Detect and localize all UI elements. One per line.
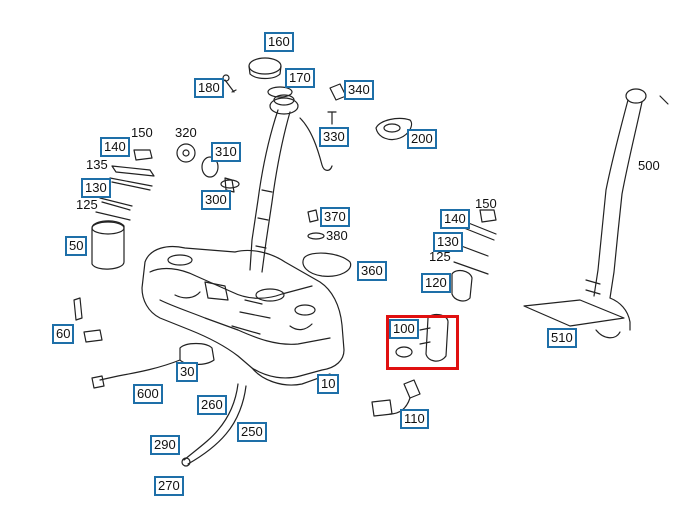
part-label-140-left[interactable]: 140 [100, 137, 130, 157]
strap-drawing [181, 383, 247, 467]
filler-neck-drawing [249, 94, 333, 273]
part-label-320: 320 [175, 125, 197, 140]
part-label-130-right[interactable]: 130 [433, 232, 463, 252]
part-label-30[interactable]: 30 [176, 362, 199, 382]
part-label-510[interactable]: 510 [547, 328, 577, 348]
part-label-330[interactable]: 330 [319, 127, 349, 147]
left-parts-stack-drawing [91, 149, 155, 270]
part-label-180[interactable]: 180 [194, 78, 224, 98]
part-label-125-left: 125 [76, 197, 98, 212]
part-label-130-left[interactable]: 130 [81, 178, 111, 198]
part-label-125-right: 125 [429, 249, 451, 264]
part-label-290[interactable]: 290 [150, 435, 180, 455]
fuel-cap-drawing [222, 57, 293, 98]
part-label-360[interactable]: 360 [357, 261, 387, 281]
part-label-150-right: 150 [475, 196, 497, 211]
part-label-260[interactable]: 260 [197, 395, 227, 415]
part-label-60[interactable]: 60 [52, 324, 75, 344]
part-label-150-left: 150 [131, 125, 153, 140]
part-label-10[interactable]: 10 [317, 374, 340, 394]
sensor-drawing [73, 297, 103, 343]
part-label-140-right[interactable]: 140 [440, 209, 470, 229]
fuel-tank-drawing [141, 245, 345, 386]
part-label-110[interactable]: 110 [400, 409, 429, 429]
part-label-500: 500 [638, 158, 660, 173]
part-label-170[interactable]: 170 [285, 68, 315, 88]
part-label-300[interactable]: 300 [201, 190, 231, 210]
part-label-100[interactable]: 100 [389, 319, 419, 339]
part-label-370[interactable]: 370 [320, 207, 350, 227]
part-label-135: 135 [86, 157, 108, 172]
part-label-270[interactable]: 270 [154, 476, 184, 496]
part-label-120[interactable]: 120 [421, 273, 451, 293]
part-label-250[interactable]: 250 [237, 422, 267, 442]
highlighted-part-frame [386, 315, 459, 370]
right-filler-pipe-drawing [523, 88, 669, 339]
sender-unit-drawing [176, 143, 240, 193]
part-label-310[interactable]: 310 [211, 142, 241, 162]
part-label-160[interactable]: 160 [264, 32, 294, 52]
part-label-380: 380 [326, 228, 348, 243]
fuel-pump-drawing [395, 313, 449, 362]
part-label-600[interactable]: 600 [133, 384, 163, 404]
seal-drawing [302, 209, 352, 277]
part-label-50[interactable]: 50 [65, 236, 88, 256]
part-label-340[interactable]: 340 [344, 80, 374, 100]
part-label-200[interactable]: 200 [407, 129, 437, 149]
